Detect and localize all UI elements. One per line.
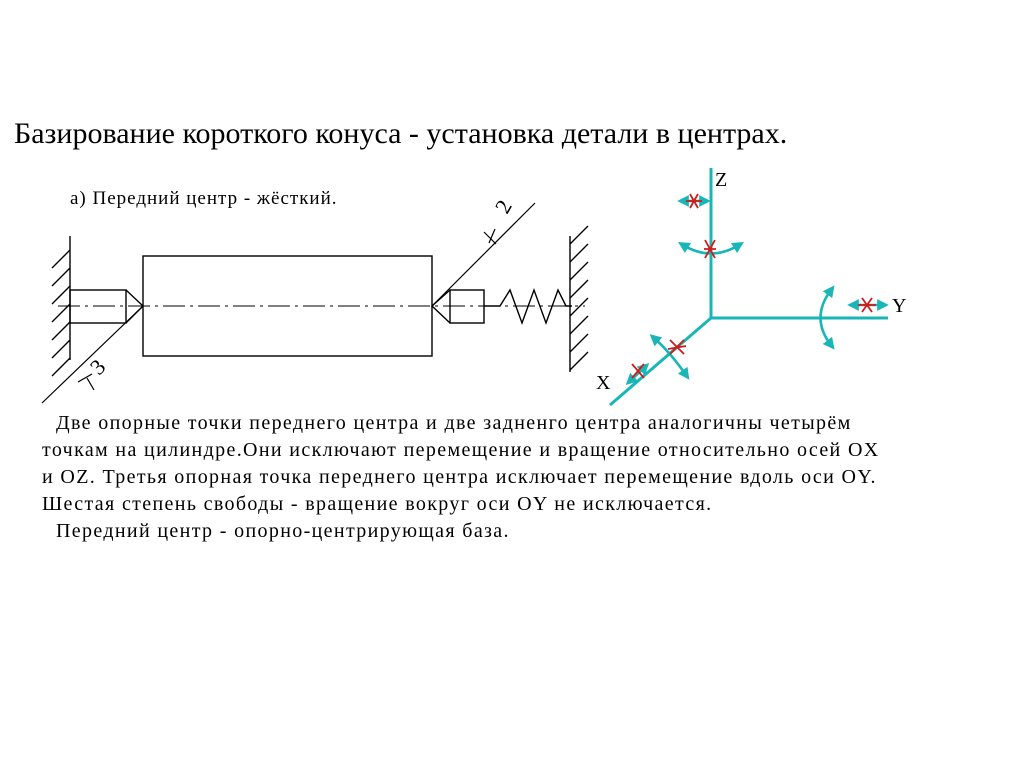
z-rotation-arrow: [677, 241, 745, 255]
rear-wall: [569, 225, 589, 372]
diagram-caption: а) Передний центр - жёсткий.: [70, 188, 338, 209]
description-line: Шестая степень свободы - вращение вокруг…: [42, 493, 713, 515]
z-translation-cross-icon: [686, 193, 702, 209]
x-axis: [609, 316, 712, 407]
x-rotation-arrow: [649, 334, 690, 380]
description-line: Две опорные точки переднего центра и две…: [56, 412, 852, 434]
coordinate-axes: [609, 168, 888, 407]
axis-z-label: Z: [715, 169, 727, 191]
y-rotation-arrow: [819, 285, 835, 350]
description-text: Две опорные точки переднего центра и две…: [42, 410, 1012, 545]
description-line: и OZ. Третья опорная точка переднего цен…: [42, 466, 877, 488]
rear-spring: [484, 287, 572, 326]
y-translation-cross-icon: [858, 297, 876, 313]
rear-ref-label: 2: [490, 195, 517, 217]
x-translation-arrow: [625, 363, 650, 385]
front-center-ref-line: [41, 305, 144, 404]
axis-x-label: X: [596, 372, 611, 394]
description-line: точкам на цилиндре.Они исключают перемещ…: [42, 439, 880, 461]
slide-title: Базирование короткого конуса - установка…: [14, 117, 788, 150]
z-rotation-cross-icon: [704, 239, 716, 259]
description-line: Передний центр - опорно-центрирующая баз…: [56, 520, 510, 542]
axis-y-label: Y: [892, 295, 906, 317]
rear-center-ref-line: [431, 202, 536, 307]
constraint-marks: [631, 193, 876, 379]
x-rotation-cross-icon: [667, 339, 687, 355]
x-translation-cross-icon: [631, 363, 645, 379]
